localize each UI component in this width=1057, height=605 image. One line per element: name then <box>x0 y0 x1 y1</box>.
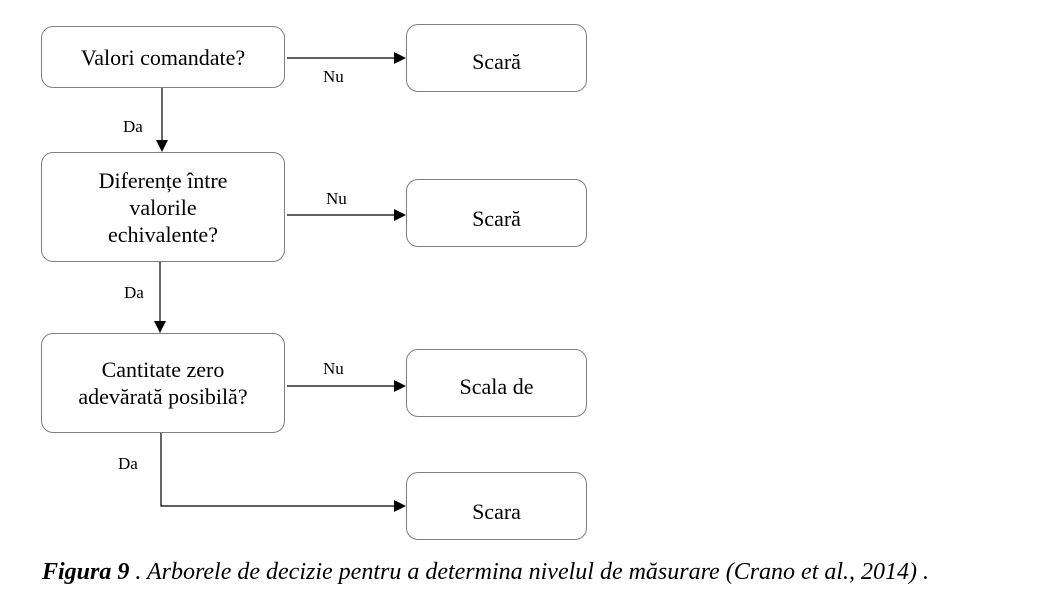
no-label-3: Nu <box>323 359 344 378</box>
question-text-1: Valori comandate? <box>80 44 246 70</box>
arrowhead-yes-1 <box>156 140 168 152</box>
no-label-1: Nu <box>323 67 344 86</box>
yes-label-3: Da <box>118 454 138 473</box>
caption-label: Figura 9 <box>42 559 130 585</box>
outcome-box-2: Scară <box>406 179 587 247</box>
caption-text: Arborele de decizie pentru a determina n… <box>146 559 930 585</box>
caption-separator: . <box>129 559 147 585</box>
outcome-text-2: Scară <box>472 205 521 231</box>
yes-connector-3 <box>160 433 395 507</box>
outcome-text-3: Scala de <box>459 373 534 399</box>
no-label-2: Nu <box>326 189 347 208</box>
arrowhead-no-3 <box>394 380 406 392</box>
figure-caption: Figura 9 . Arborele de decizie pentru a … <box>42 557 929 587</box>
yes-label-1: Da <box>123 117 143 136</box>
outcome-box-3: Scala de <box>406 349 587 417</box>
yes-label-2: Da <box>124 283 144 302</box>
arrowhead-yes-3 <box>394 500 406 512</box>
arrowhead-no-1 <box>394 52 406 64</box>
outcome-box-4: Scara <box>406 472 587 540</box>
question-box-1: Valori comandate? <box>41 26 285 88</box>
arrowhead-no-2 <box>394 209 406 221</box>
arrowhead-yes-2 <box>154 321 166 333</box>
question-box-2: Diferențe între valorile echivalente? <box>41 152 285 262</box>
question-box-3: Cantitate zero adevărată posibilă? <box>41 333 285 433</box>
outcome-box-1: Scară <box>406 24 587 92</box>
question-text-3: Cantitate zero adevărată posibilă? <box>78 357 248 409</box>
outcome-text-1: Scară <box>472 48 521 74</box>
outcome-text-4: Scara <box>472 498 521 524</box>
question-text-2: Diferențe între valorile echivalente? <box>98 167 228 247</box>
